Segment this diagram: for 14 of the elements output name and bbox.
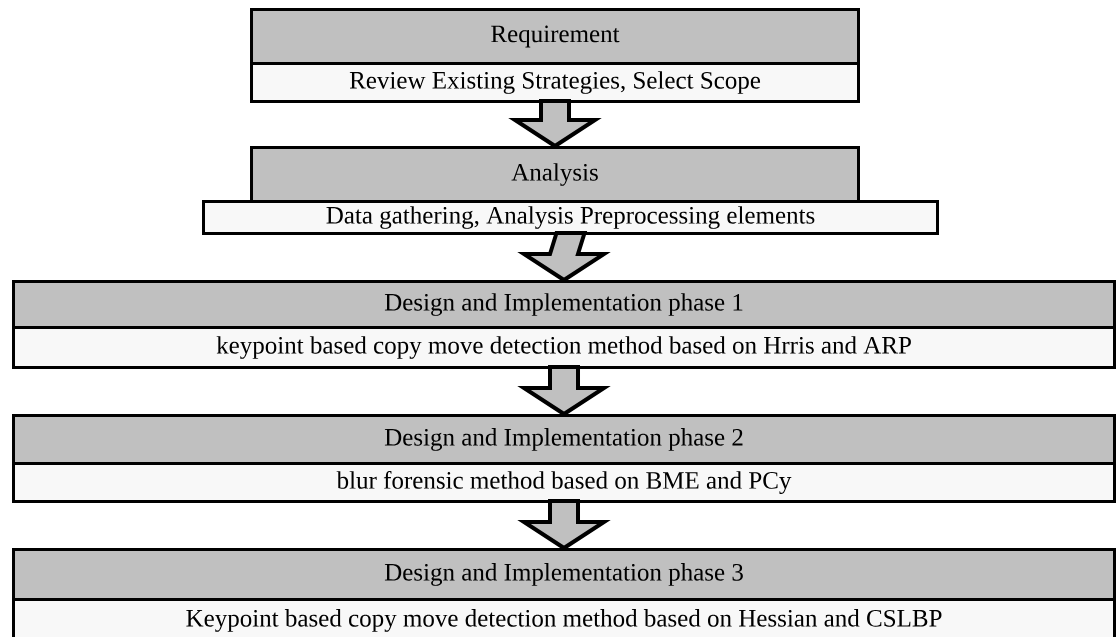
stage-detail-box: Review Existing Strategies, Select Scope	[250, 62, 860, 103]
stage-heading-box: Design and Implementation phase 1	[12, 280, 1116, 329]
stage-detail-box: Keypoint based copy move detection method based on Hessian and CSLBP	[12, 598, 1116, 637]
stage-heading-box: Design and Implementation phase 2	[12, 414, 1116, 465]
stage-heading-box: Design and Implementation phase 3	[12, 548, 1116, 601]
block-arrow	[517, 365, 611, 417]
block-arrow	[508, 99, 602, 149]
block-arrow	[517, 231, 611, 283]
stage-detail-box: Data gathering, Analysis Preprocessing elements	[202, 200, 939, 235]
stage-detail-box: blur forensic method based on BME and PCy	[12, 462, 1116, 503]
stage-heading-box: Requirement	[250, 8, 860, 65]
stage-detail-box: keypoint based copy move detection method based on Hrris and ARP	[12, 326, 1116, 369]
block-arrow	[517, 499, 611, 551]
stage-heading-box: Analysis	[250, 146, 860, 203]
